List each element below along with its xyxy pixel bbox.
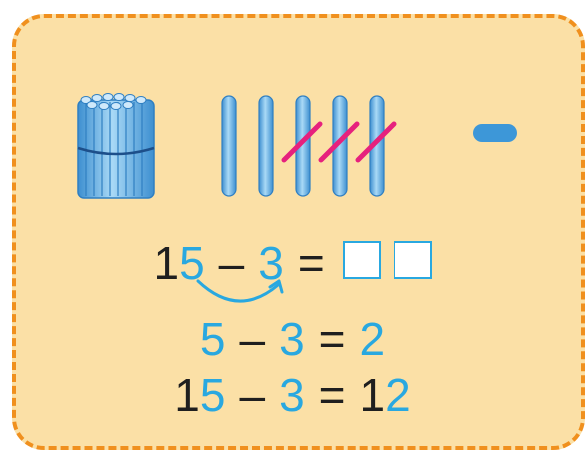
problem-tens-digit: 1 xyxy=(153,236,179,290)
step2-minus: – xyxy=(239,368,265,422)
step1-result: 2 xyxy=(360,312,386,366)
step1-equation: 5 – 3 = 2 xyxy=(0,312,585,366)
answer-ones-box[interactable] xyxy=(394,241,432,279)
step1-a: 5 xyxy=(200,312,226,366)
step2-equals: = xyxy=(319,368,346,422)
step1-b: 3 xyxy=(279,312,305,366)
step2-result-ones: 2 xyxy=(385,368,411,422)
step2-b: 3 xyxy=(279,368,305,422)
curved-arrow-icon xyxy=(190,275,300,315)
answer-boxes[interactable] xyxy=(343,236,432,290)
step2-ones: 5 xyxy=(200,368,226,422)
single-sticks-icon xyxy=(222,96,384,196)
step2-tens: 1 xyxy=(174,368,200,422)
step1-equals: = xyxy=(319,312,346,366)
sticks-illustration xyxy=(0,0,585,220)
step1-minus: – xyxy=(239,312,265,366)
step2-equation: 1 5 – 3 = 1 2 xyxy=(0,368,585,422)
equals-sign: = xyxy=(298,236,325,290)
bundle-of-ten-sticks-icon xyxy=(78,94,154,199)
answer-tens-box[interactable] xyxy=(343,241,381,279)
minus-sign-icon xyxy=(473,124,517,142)
step2-result-tens: 1 xyxy=(360,368,386,422)
